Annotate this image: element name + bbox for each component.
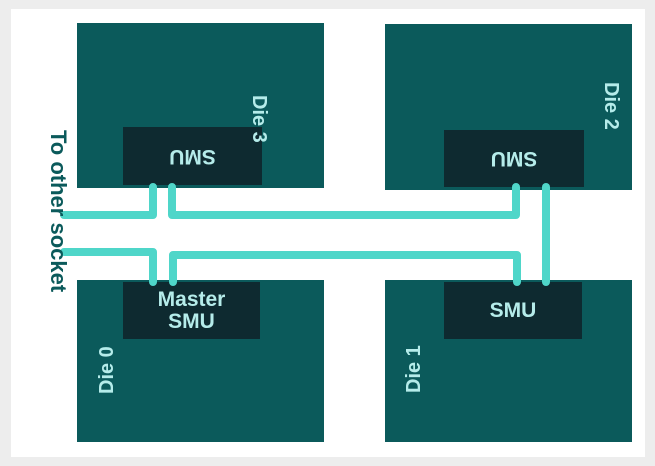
die-1-smu: SMU: [444, 282, 582, 339]
bus-lower-left-link: [60, 248, 157, 286]
die-1-smu-label: SMU: [489, 298, 537, 322]
die-0-smu: Master SMU: [123, 282, 260, 339]
to-other-socket-label: To other socket: [46, 130, 71, 293]
bus-die3-to-die2: [168, 183, 520, 219]
bus-upper-left-link: [60, 183, 157, 219]
bus-die0-to-die1: [169, 251, 521, 286]
die-0-smu-line1: Master: [157, 287, 226, 311]
die-0-smu-line2: SMU: [168, 309, 215, 333]
